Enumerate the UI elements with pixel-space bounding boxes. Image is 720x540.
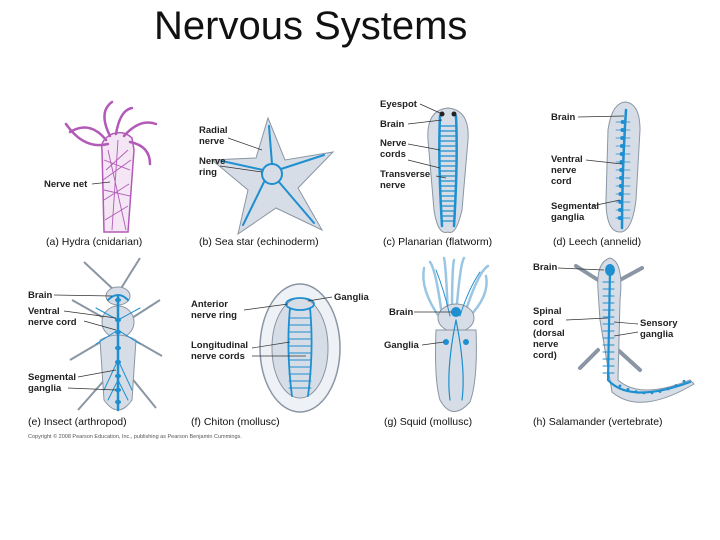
- insect-illustration: [70, 258, 162, 410]
- label-brain: Brain: [28, 290, 52, 301]
- label-brain: Brain: [380, 119, 404, 130]
- salamander-illustration: [576, 258, 694, 402]
- label-anterior: Anterior: [191, 299, 228, 310]
- caption-hydra: (a) Hydra (cnidarian): [46, 236, 142, 248]
- caption-squid: (g) Squid (mollusc): [384, 416, 472, 428]
- salamander-panel: Brain Spinal cord (dorsal nerve cord) Se…: [533, 258, 694, 428]
- leader-line: [420, 104, 440, 113]
- label-ganglia: ganglia: [640, 329, 674, 340]
- label-nerve-net: Nerve net: [44, 179, 88, 190]
- label-nerve: nerve: [380, 180, 405, 191]
- label-ventral: Ventral: [551, 154, 583, 165]
- label-radial: Radial: [199, 125, 228, 136]
- label-nerve-cords: nerve cords: [191, 351, 245, 362]
- leader-line: [54, 295, 112, 296]
- sea-star-panel: Radial nerve Nerve ring (b) Sea star (ec…: [199, 118, 333, 248]
- label-nerve: nerve: [199, 136, 224, 147]
- chiton-illustration: [260, 284, 340, 412]
- hydra-panel: Nerve net (a) Hydra (cnidarian): [44, 102, 156, 248]
- copyright-text: Copyright © 2008 Pearson Education, Inc.…: [28, 433, 242, 440]
- squid-panel: Brain Ganglia (g) Squid (mollusc): [384, 258, 488, 428]
- label-nerve-ring: nerve ring: [191, 310, 237, 321]
- label-ring: ring: [199, 167, 217, 178]
- label-transverse: Transverse: [380, 169, 430, 180]
- label-longitudinal: Longitudinal: [191, 340, 248, 351]
- label-segmental: Segmental: [551, 201, 599, 212]
- label-brain: Brain: [389, 307, 413, 318]
- squid-illustration: [423, 258, 488, 412]
- label-sensory: Sensory: [640, 318, 678, 329]
- caption-insect: (e) Insect (arthropod): [28, 416, 127, 428]
- leader-line: [228, 138, 262, 150]
- label-brain: Brain: [551, 112, 575, 123]
- hydra-illustration: [66, 102, 156, 232]
- label-cord: cord: [533, 317, 554, 328]
- label-spinal: Spinal: [533, 306, 562, 317]
- label-nerve: Nerve: [199, 156, 225, 167]
- label-nerve-cord: nerve cord: [28, 317, 77, 328]
- label-cord-close: cord): [533, 350, 557, 361]
- caption-leech: (d) Leech (annelid): [553, 236, 641, 248]
- label-ventral: Ventral: [28, 306, 60, 317]
- label-ganglia: Ganglia: [334, 292, 370, 303]
- label-nerve: nerve: [533, 339, 558, 350]
- planarian-panel: Eyespot Brain Nerve cords Transverse ner…: [380, 99, 492, 248]
- label-nerve: nerve: [551, 165, 576, 176]
- label-nerve: Nerve: [380, 138, 406, 149]
- label-cord: cord: [551, 176, 572, 187]
- label-eyespot: Eyespot: [380, 99, 418, 110]
- leech-illustration: [606, 102, 640, 232]
- planarian-illustration: [428, 108, 468, 233]
- caption-sea-star: (b) Sea star (echinoderm): [199, 236, 319, 248]
- label-dorsal: (dorsal: [533, 328, 565, 339]
- caption-salamander: (h) Salamander (vertebrate): [533, 416, 663, 428]
- label-ganglia: ganglia: [28, 383, 62, 394]
- label-ganglia: ganglia: [551, 212, 585, 223]
- label-brain: Brain: [533, 262, 557, 273]
- sea-star-illustration: [212, 118, 333, 234]
- caption-planarian: (c) Planarian (flatworm): [383, 236, 492, 248]
- label-cords: cords: [380, 149, 406, 160]
- label-ganglia: Ganglia: [384, 340, 420, 351]
- label-segmental: Segmental: [28, 372, 76, 383]
- caption-chiton: (f) Chiton (mollusc): [191, 416, 280, 428]
- leech-panel: Brain Ventral nerve cord Segmental gangl…: [551, 102, 641, 248]
- chiton-panel: Anterior nerve ring Longitudinal nerve c…: [191, 284, 370, 428]
